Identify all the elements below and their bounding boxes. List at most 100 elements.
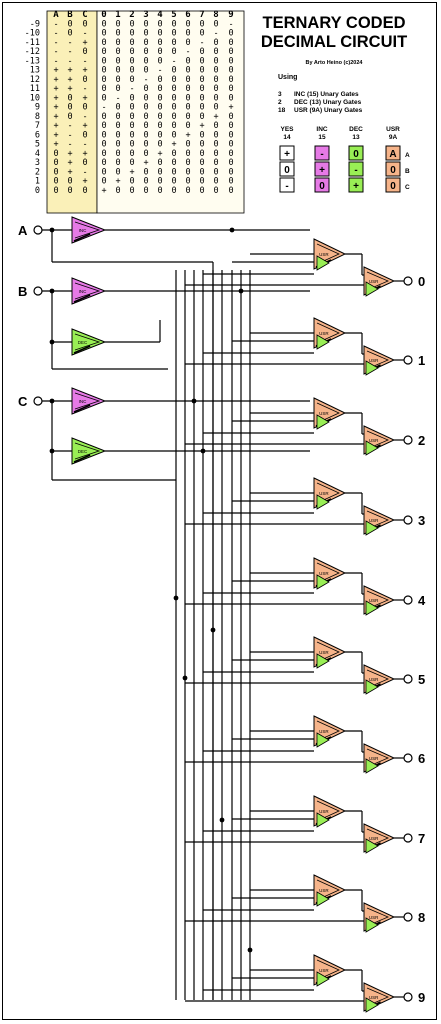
tt-row-value: 0	[35, 186, 40, 196]
tt-cell-output: +	[199, 121, 204, 131]
tt-header-output: 8	[213, 10, 218, 20]
tt-cell-output: 0	[157, 103, 162, 113]
tt-cell-output: 0	[129, 66, 134, 76]
legend-col-code: 15	[318, 134, 326, 141]
legend-cell-value: +	[284, 149, 290, 160]
tt-row-value: 4	[35, 149, 40, 159]
inc-gate-inner	[74, 392, 101, 410]
legend-cell-value: +	[319, 165, 325, 176]
tt-cell-output: 0	[115, 56, 120, 66]
tt-cell-output: -	[143, 75, 148, 85]
tt-cell-output: 0	[129, 112, 134, 122]
tt-cell-output: -	[213, 29, 218, 39]
tt-cell-input: 0	[82, 130, 87, 140]
tt-cell-output: 0	[129, 130, 134, 140]
tt-cell-output: 0	[171, 149, 176, 159]
tt-cell-output: 0	[228, 47, 233, 57]
tt-cell-output: 0	[171, 84, 176, 94]
tt-cell-output: 0	[115, 38, 120, 48]
tt-cell-output: 0	[143, 38, 148, 48]
tt-header-output: 9	[228, 10, 233, 20]
tt-cell-input: 0	[82, 19, 87, 29]
tt-cell-output: 0	[199, 103, 204, 113]
tt-cell-input: 0	[53, 177, 58, 187]
tt-cell-output: 0	[129, 56, 134, 66]
legend-cell	[348, 177, 364, 193]
tt-cell-input: +	[53, 112, 58, 122]
legend-cell-value: -	[320, 149, 323, 160]
tt-cell-output: 0	[199, 93, 204, 103]
dec-mini-gate	[316, 812, 330, 828]
tt-header-output: 6	[185, 10, 190, 20]
tt-cell-output: 0	[157, 186, 162, 196]
tt-cell-output: 0	[228, 93, 233, 103]
tt-cell-output: 0	[129, 47, 134, 57]
tt-cell-input: -	[53, 47, 58, 57]
tt-cell-input: +	[53, 66, 58, 76]
junction-dot	[238, 288, 244, 294]
tt-cell-input: 0	[67, 186, 72, 196]
tt-cell-output: 0	[157, 19, 162, 29]
dec-mini-gate	[316, 971, 330, 987]
tt-cell-output: 0	[213, 84, 218, 94]
tt-cell-output: -	[228, 19, 233, 29]
credit-text: By Arto Heino (c)2024	[306, 60, 364, 66]
tt-cell-output: 0	[115, 103, 120, 113]
tt-cell-output: 0	[129, 19, 134, 29]
tt-cell-input: -	[67, 47, 72, 57]
dec-gate-label: DEC	[78, 340, 88, 345]
output-label: 6	[418, 751, 425, 766]
tt-header-output: 4	[157, 10, 163, 20]
tt-cell-output: 0	[101, 47, 106, 57]
legend-cell	[385, 177, 401, 193]
tt-cell-output: 0	[171, 186, 176, 196]
tt-cell-output: 0	[157, 121, 162, 131]
tt-cell-output: 0	[157, 56, 162, 66]
tt-cell-output: 0	[199, 66, 204, 76]
tt-cell-output: -	[199, 38, 204, 48]
output-label: 9	[418, 990, 425, 1005]
output-terminal	[403, 355, 413, 365]
legend-col-name: USR	[386, 126, 400, 133]
tt-cell-output: 0	[115, 140, 120, 150]
tt-cell-input: -	[67, 121, 72, 131]
tt-cell-output: 0	[199, 112, 204, 122]
usr-gate-label: USR	[369, 279, 379, 284]
dec-mini-gate	[365, 360, 379, 376]
tt-cell-input: -	[82, 84, 87, 94]
tt-cell-output: 0	[129, 149, 134, 159]
tt-cell-output: 0	[101, 66, 106, 76]
tt-cell-input: -	[53, 19, 58, 29]
tt-cell-output: -	[129, 84, 134, 94]
tt-cell-input: +	[82, 149, 87, 159]
output-label: 2	[418, 433, 425, 448]
tt-cell-output: 0	[157, 29, 162, 39]
tt-cell-output: 0	[171, 103, 176, 113]
tt-cell-output: 0	[199, 158, 204, 168]
tt-cell-input: -	[82, 167, 87, 177]
inc-gate-stripe	[73, 404, 91, 413]
legend-cell	[279, 177, 295, 193]
tt-row-value: 2	[35, 167, 40, 177]
tt-header-output: 3	[143, 10, 148, 20]
tt-cell-output: +	[101, 186, 106, 196]
tt-header-output: 0	[101, 10, 106, 20]
tt-cell-output: 0	[115, 112, 120, 122]
tt-cell-output: 0	[143, 121, 148, 131]
dec-gate-stripe	[73, 345, 91, 354]
tt-cell-input: +	[67, 167, 72, 177]
tt-header-input: C	[82, 10, 87, 20]
dec-mini-gate	[365, 600, 379, 616]
junction-dot	[49, 448, 55, 454]
tt-cell-output: 0	[185, 167, 190, 177]
legend-cell-value: -	[354, 165, 357, 176]
tt-row-value: 6	[35, 130, 40, 140]
tt-cell-output: 0	[143, 177, 148, 187]
legend-cell	[279, 161, 295, 177]
input-label: B	[18, 284, 27, 299]
tt-cell-output: 0	[185, 38, 190, 48]
tt-cell-output: -	[171, 56, 176, 66]
gate-count: 2	[278, 99, 282, 106]
dec-mini-gate	[316, 494, 330, 510]
